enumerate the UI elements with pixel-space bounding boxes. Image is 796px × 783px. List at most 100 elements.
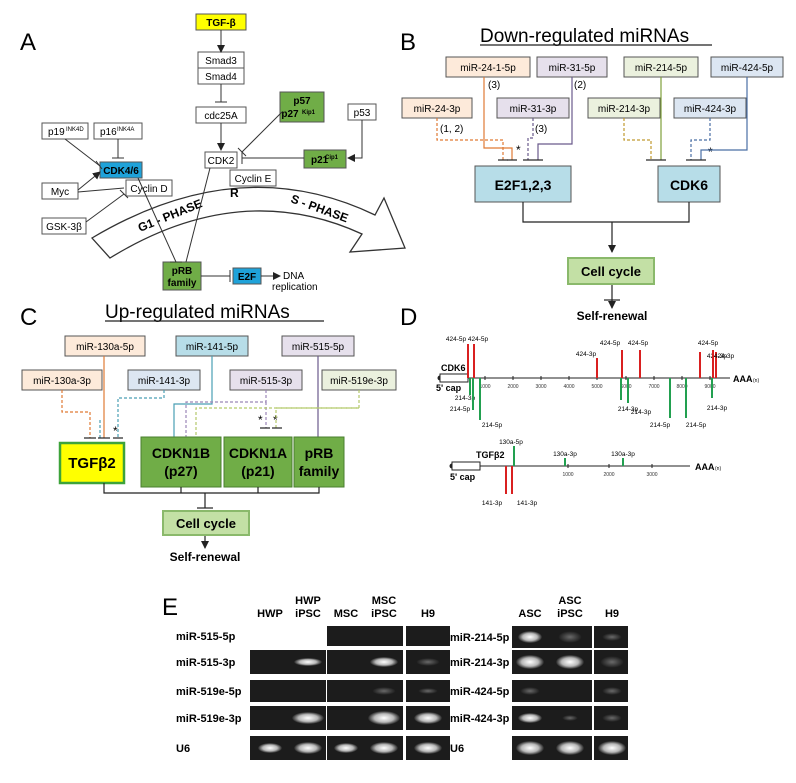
- tgfb2-utr-box: [451, 461, 481, 471]
- gel-left-r4-b-band: [370, 742, 398, 754]
- gsk-label: GSK-3β: [46, 222, 82, 233]
- cdk6-polya: AAA: [733, 374, 753, 384]
- gel-right-row-label: miR-424-3p: [450, 713, 510, 725]
- gel-left-row-label: miR-519e-3p: [176, 713, 242, 725]
- myc-box: [41, 182, 79, 200]
- cell-cycle-label-c: Cell cycle: [176, 516, 236, 531]
- mir-519e-3p-label: miR-519e-3p: [330, 376, 388, 387]
- cdk6-green-site-label: 214-5p: [482, 422, 503, 429]
- tgfb2-label: TGFβ2: [68, 455, 116, 472]
- panel-c-connectors: [61, 356, 360, 438]
- tgfb2-gene-label: TGFβ2: [476, 450, 505, 460]
- panel-c-title: Up-regulated miRNAs: [105, 302, 290, 323]
- prb-family-box: [293, 436, 345, 488]
- gel-left-r2-b-strip: [327, 680, 403, 702]
- cdk6-red-site-label: 424-3p: [576, 351, 597, 358]
- e2f123-box: [474, 165, 572, 203]
- gel-right-r2-a-strip: [512, 680, 592, 702]
- mir-141-5p-label: miR-141-5p: [186, 342, 239, 353]
- cdk6-red-site-label: 424-5p: [468, 336, 489, 343]
- panel-a-connectors: [64, 30, 363, 282]
- self-renewal-label-c: Self-renewal: [170, 550, 241, 564]
- p21-label: p21: [311, 155, 329, 166]
- gel-right-row-label: miR-214-5p: [450, 632, 510, 644]
- gel-left-r1-a-band: [294, 658, 322, 666]
- panel-b-merge: [522, 202, 690, 301]
- self-renewal-label-b: Self-renewal: [577, 309, 648, 323]
- cdk6-red-site-label: 424-5p: [600, 340, 621, 347]
- cdk6-tick-label: 7000: [648, 384, 659, 390]
- tgfb-label: TGF-β: [206, 18, 235, 29]
- cdk46-box: [99, 161, 143, 179]
- gel-left-row-label: miR-515-5p: [176, 631, 236, 643]
- gel-right-r1-b-band: [600, 656, 624, 668]
- cell-cycle-box-c: [162, 510, 250, 536]
- gel-right-r4-a-band: [556, 741, 584, 755]
- mir-424-3p-label: miR-424-3p: [684, 104, 737, 115]
- dna-label-2: replication: [272, 282, 318, 293]
- gel-right-r2-a-band: [520, 687, 540, 695]
- mir-31-5p-label: miR-31-5p: [549, 63, 596, 74]
- tgfb2-tick-label: 3000: [646, 472, 657, 478]
- panel-label-d: D: [400, 304, 417, 331]
- cdc25a-label: cdc25A: [204, 111, 238, 122]
- cdk6-label: CDK6: [670, 177, 708, 193]
- gel-left-row-label: miR-515-3p: [176, 657, 236, 669]
- mir-24-1-5p-box: [445, 56, 531, 78]
- mir-24-1-5p-label: miR-24-1-5p: [460, 63, 516, 74]
- cyclin-d-box: [125, 179, 173, 197]
- p53-label: p53: [354, 108, 371, 119]
- gel-left-r4-a-band: [258, 743, 282, 753]
- cdkn1b-box: [140, 436, 222, 488]
- gel-left-r4-c-band: [414, 742, 442, 754]
- cyclin-e-label: Cyclin E: [235, 174, 272, 185]
- panel-c-merge: [103, 483, 320, 549]
- panel-b-title: Down-regulated miRNAs: [480, 26, 689, 47]
- gel-right-r4-a-band: [516, 741, 544, 755]
- cdkn1b-label-1: CDKN1B: [152, 445, 210, 461]
- panel-label-b: B: [400, 29, 416, 56]
- e2f-label: E2F: [238, 272, 256, 283]
- ref-1-2: (1, 2): [440, 124, 463, 135]
- prb-label-2: family: [168, 278, 197, 289]
- gel-left-col-label: iPSC: [295, 608, 321, 620]
- gel-right-r0-a-band: [558, 631, 582, 643]
- gel-right-col-label: H9: [605, 608, 619, 620]
- star-b-2: *: [708, 145, 713, 159]
- cdkn1a-label-2: (p21): [241, 463, 274, 479]
- ref-2: (2): [574, 80, 586, 91]
- tgfb2-polya: AAA: [695, 462, 715, 472]
- cell-cycle-arrow: [90, 186, 406, 259]
- ink4d-sup: INK4D: [66, 127, 84, 133]
- cdk6-tick-label: 4000: [563, 384, 574, 390]
- p57-label: p57: [293, 96, 311, 107]
- prb-family-label-2: family: [299, 463, 340, 479]
- gel-left-r3-a-band: [292, 712, 324, 724]
- mir-130a-5p-box: [64, 335, 146, 357]
- panel-label-e: E: [162, 594, 178, 621]
- gel-right-r3-a-band: [518, 713, 542, 723]
- panel-b-connectors: [436, 77, 748, 160]
- mir-424-5p-label: miR-424-5p: [721, 63, 774, 74]
- gel-left-r2-c-band: [418, 688, 438, 694]
- mir-130a-5p-label: miR-130a-5p: [76, 342, 134, 353]
- cdkn1a-label-1: CDKN1A: [229, 445, 287, 461]
- gel-right-col-label: ASC: [558, 595, 581, 607]
- prb-family-label-1: pRB: [305, 445, 334, 461]
- gel-right-row-label: miR-424-5p: [450, 686, 510, 698]
- mir-24-3p-label: miR-24-3p: [414, 104, 461, 115]
- cdk6-nt: (n): [753, 378, 759, 384]
- gsk-box: [41, 217, 87, 235]
- mir-141-3p-label: miR-141-3p: [138, 376, 191, 387]
- cyclin-e-box: [229, 169, 277, 187]
- cdkn1b-label-2: (p27): [164, 463, 197, 479]
- gel-right-r1-a-band: [516, 655, 544, 669]
- cdk6-utr-box: [439, 373, 469, 383]
- gel-right-r1-a-band: [556, 655, 584, 669]
- myc-label: Myc: [51, 187, 69, 198]
- tgfb2-green-site-label: 130a-5p: [499, 439, 523, 446]
- prb-label-1: pRB: [172, 266, 193, 277]
- panel-label-c: C: [20, 304, 37, 331]
